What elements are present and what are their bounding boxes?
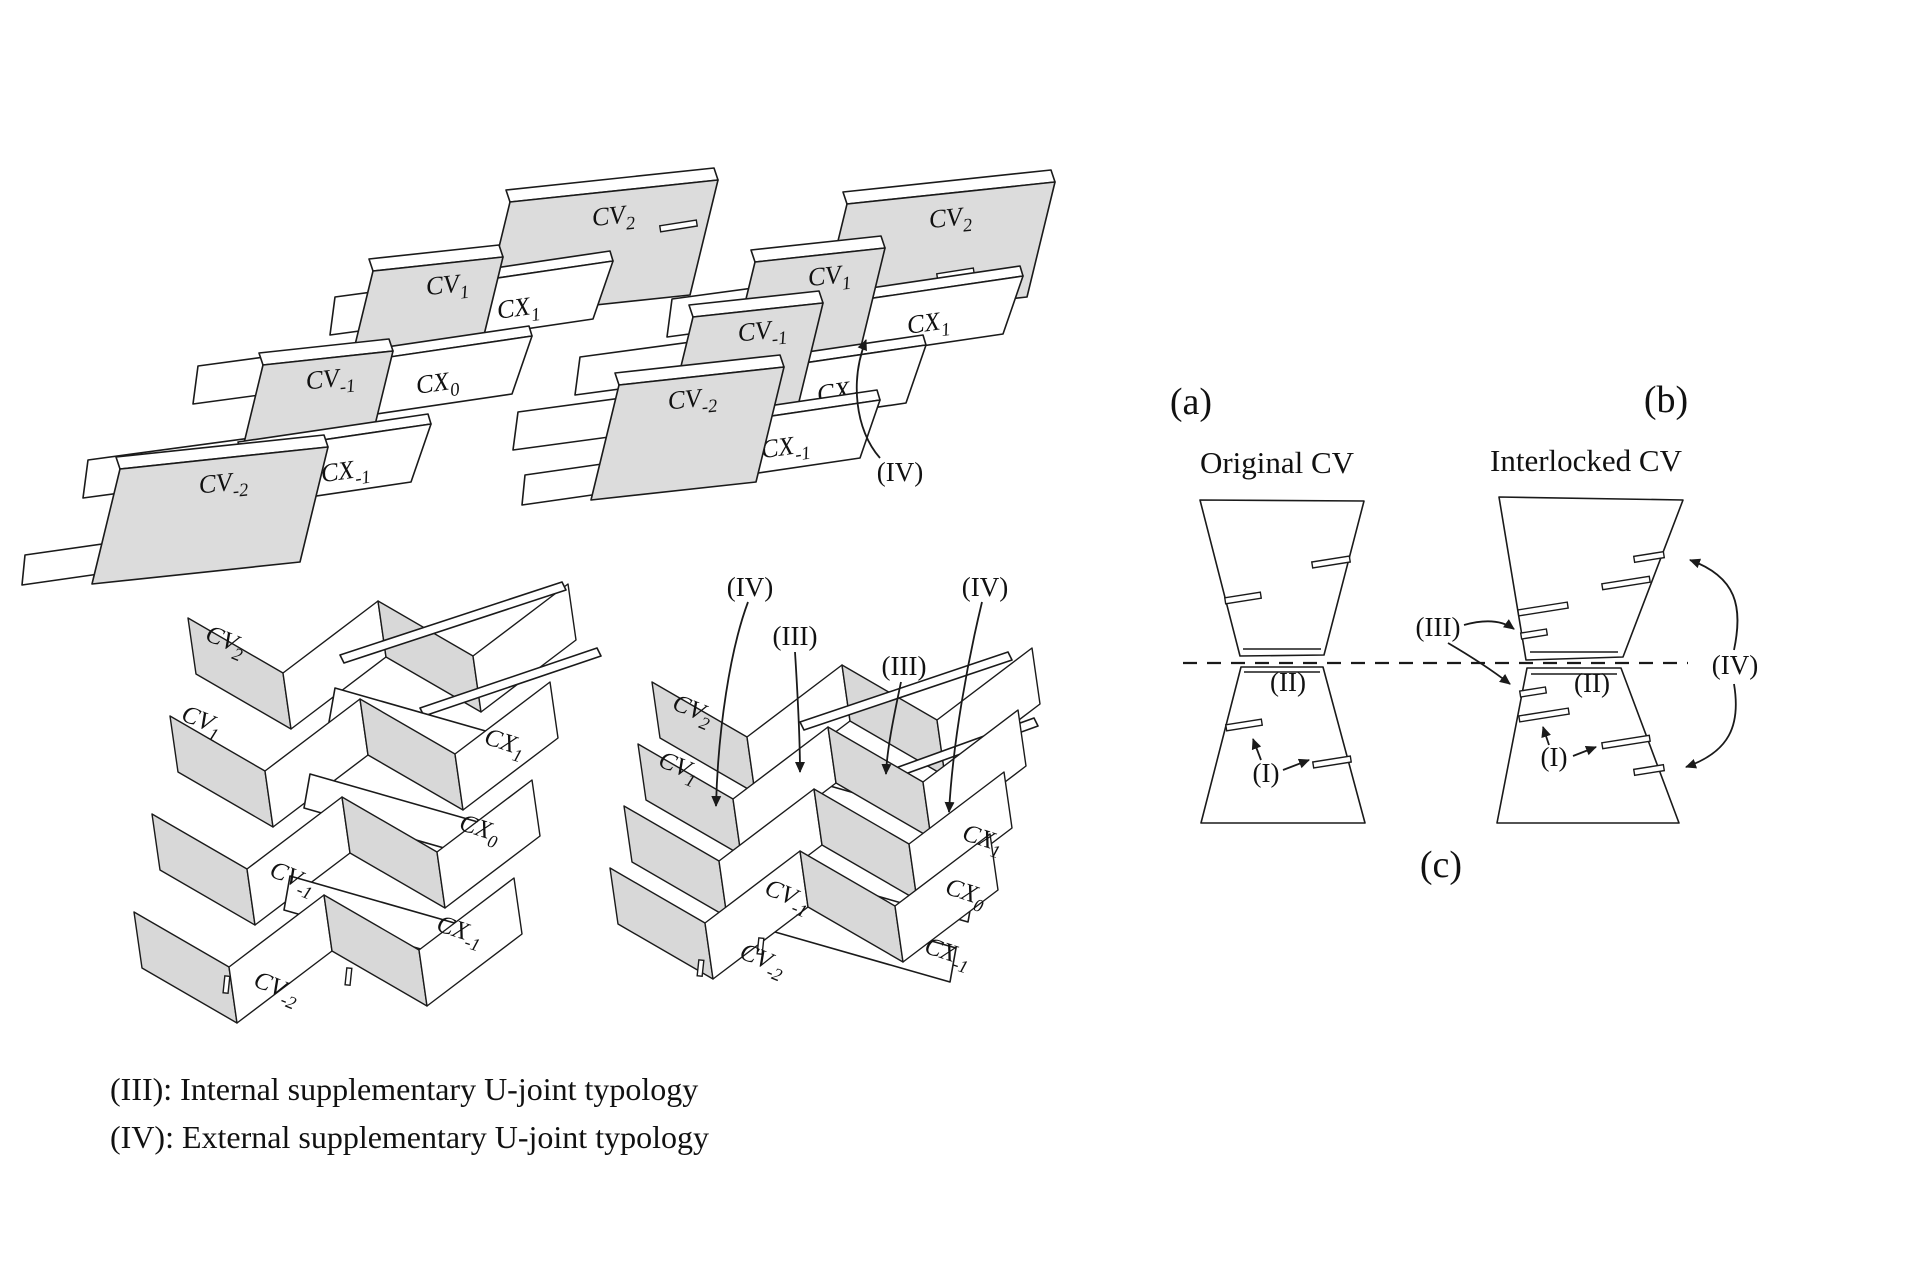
u-joint-slot <box>344 967 353 987</box>
label-cvm1: CV-1 <box>304 362 356 402</box>
annotation-iv: (IV) <box>1712 650 1758 680</box>
label-cx1: CX1 <box>495 290 542 331</box>
cv-top-trapezoid <box>1199 499 1365 657</box>
label-cx1: CX1 <box>905 305 952 346</box>
u-joint-slot <box>1517 601 1569 617</box>
iii-arrow-left <box>794 651 805 773</box>
annotation-iv: (IV) <box>962 572 1008 602</box>
zigzag-facet <box>151 813 256 926</box>
original-cv-title: Original CV <box>1200 445 1355 480</box>
annotation-a: (a) <box>1170 381 1212 423</box>
u-joint-slot <box>1519 628 1549 640</box>
i-arrow-right <box>1282 758 1310 771</box>
annotation-iii: (III) <box>773 621 818 651</box>
assembly-exploded-right: CV2 CX1 CV1 CX0 CV-1 CX-1 CV-2 (IV) <box>512 169 1056 506</box>
label-cvm2: CV-2 <box>197 466 249 506</box>
label-cvm2: CV-2 <box>734 938 790 985</box>
u-joint-slot <box>1518 707 1570 723</box>
cv-bottom-trapezoid <box>1496 667 1680 824</box>
annotation-iv: (IV) <box>727 572 773 602</box>
u-joint-slot <box>756 937 765 956</box>
legend: (III): Internal supplementary U-joint ty… <box>110 1071 709 1155</box>
u-joint-slot <box>222 975 231 995</box>
label-cv2: CV2 <box>927 201 973 240</box>
cv-bottom-trapezoid <box>1200 666 1366 824</box>
zigzag-facet <box>169 715 274 828</box>
zigzag-facet <box>894 833 999 963</box>
iv-arrow-left <box>711 601 749 807</box>
annotation-iv: (IV) <box>877 457 923 487</box>
label-cvm1: CV-1 <box>736 314 788 354</box>
iv-arrow-lower <box>1685 683 1737 769</box>
u-joint-slot <box>1518 686 1548 698</box>
iii-arrow-upper <box>1463 619 1515 630</box>
panel-cvm2 <box>91 446 329 585</box>
interlocked-cv-title: Interlocked CV <box>1490 443 1683 478</box>
stack-interlocked: CV2 CV1 CV-1 CV-2 CX1 CX0 CX-1 (IV) (III… <box>609 572 1041 985</box>
label-cvm2: CV-2 <box>666 382 718 422</box>
u-joint-slot <box>1224 718 1264 732</box>
u-joint-slot <box>1311 755 1353 769</box>
stack-separated: CV2 CV1 CV-1 CV-2 CX1 CX0 CX-1 <box>133 581 602 1024</box>
u-joint-slot <box>1223 591 1263 605</box>
zigzag-facet <box>454 681 559 811</box>
annotation-b: (b) <box>1644 379 1688 421</box>
plate-spike <box>799 651 1013 731</box>
cv-top-trapezoid <box>1498 496 1684 661</box>
u-joint-slot <box>1632 550 1666 564</box>
annotation-c: (c) <box>1420 844 1462 886</box>
zigzag-facet <box>436 779 541 909</box>
panel-cvm2 <box>590 366 785 501</box>
u-joint-slot <box>1601 734 1651 750</box>
label-cxm1: CX-1 <box>319 453 372 494</box>
label-cv1: CV1 <box>806 259 852 298</box>
label-cv1: CV1 <box>424 268 470 307</box>
annotation-iii: (III) <box>882 651 927 681</box>
assembly-exploded-left: CV2 CX1 CV1 CX0 CV-1 CX-1 CV-2 <box>21 167 719 586</box>
annotation-ii: (II) <box>1574 668 1610 698</box>
i-arrow-up <box>1251 738 1262 761</box>
iv-arrow-upper <box>1689 558 1739 651</box>
i-arrow-up <box>1541 726 1551 746</box>
i-arrow-right <box>1572 745 1597 757</box>
u-joint-slot <box>1601 575 1651 591</box>
label-cx0: CX0 <box>414 365 462 406</box>
legend-line-1: (III): Internal supplementary U-joint ty… <box>110 1071 698 1107</box>
zigzag-facet <box>908 771 1013 901</box>
plate-spike <box>339 581 567 664</box>
legend-line-2: (IV): External supplementary U-joint typ… <box>110 1119 709 1155</box>
u-joint-slot <box>1310 555 1352 569</box>
u-joint-slot <box>658 219 699 233</box>
panel-interlocked-cv: (b) Interlocked CV (II) (I) (III) (IV) <box>1416 379 1758 824</box>
annotation-i: (I) <box>1541 742 1568 772</box>
zigzag-facet <box>133 911 238 1024</box>
panel-original-cv: (a) Original CV (II) (I) <box>1170 381 1366 824</box>
u-joint-slot <box>1632 763 1666 777</box>
iv-arrow-right <box>944 601 983 813</box>
label-cv2: CV2 <box>590 199 636 238</box>
iv-arrow <box>855 339 881 459</box>
annotation-ii: (II) <box>1270 667 1306 697</box>
zigzag-facet <box>418 877 523 1007</box>
iii-arrow-right <box>881 681 902 775</box>
annotation-iii: (III) <box>1416 612 1461 642</box>
u-joint-slot <box>696 959 705 978</box>
annotation-i: (I) <box>1253 758 1280 788</box>
